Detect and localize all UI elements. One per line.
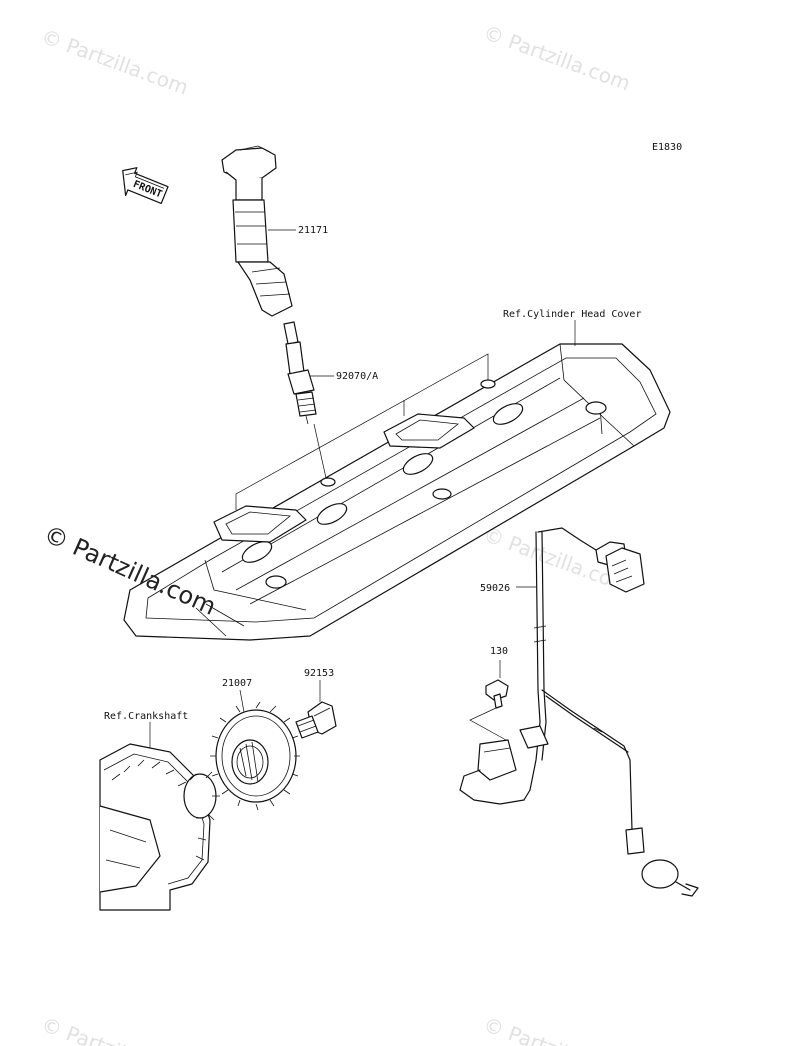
label-lead-wire: 59026: [480, 583, 510, 594]
timing-rotor: [210, 701, 300, 811]
label-bolt-small: 130: [490, 646, 508, 657]
spark-plug: [283, 321, 317, 425]
bolt-rotor: [295, 701, 337, 739]
crankshaft: [99, 743, 220, 911]
label-cylinder-head-cover: Ref.Cylinder Head Cover: [503, 309, 641, 320]
label-crankshaft: Ref.Crankshaft: [104, 711, 188, 722]
cylinder-head-cover: [123, 343, 671, 641]
ignition-coil: [221, 145, 293, 317]
bolt-fit-line: [469, 707, 507, 741]
watermark-bottom-right: © Partzilla.com: [480, 1012, 633, 1046]
leader-rotor: [239, 689, 245, 713]
label-ignition-coil: 21171: [298, 225, 328, 236]
watermark-bottom-left: © Partzilla.com: [38, 1012, 191, 1046]
label-bolt-rotor: 92153: [304, 668, 334, 679]
coil-fit-bracket: [235, 353, 489, 510]
lead-wire-harness: [459, 527, 699, 897]
label-rotor: 21007: [222, 678, 252, 689]
plug-fit-line: [313, 423, 327, 479]
label-spark-plug: 92070/A: [336, 371, 378, 382]
front-arrow-icon: FRONT: [122, 167, 169, 205]
watermark-top-right: © Partzilla.com: [480, 20, 633, 95]
diagram-code: E1830: [652, 142, 682, 153]
watermark-top-left: © Partzilla.com: [38, 24, 191, 99]
bolt-small: [485, 679, 509, 709]
